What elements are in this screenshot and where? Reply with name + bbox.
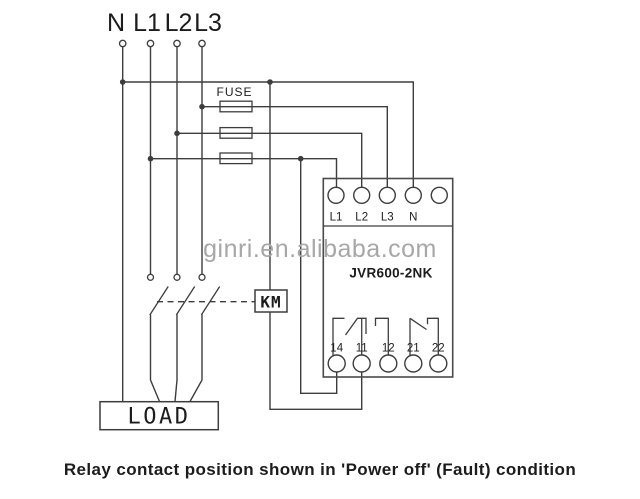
supply-label-l3: L3 [194, 9, 222, 37]
fuse-2-icon [219, 126, 253, 139]
caption: Relay contact position shown in 'Power o… [63, 460, 577, 479]
relay-terminal-label-14: 14 [330, 343, 343, 355]
supply-terminal-n-icon [118, 39, 127, 48]
fuse-3-icon [219, 152, 253, 165]
junction-dot [199, 103, 205, 110]
wire-l2-fused [177, 132, 363, 188]
wire-pole-1-to-load [149, 314, 161, 402]
contact-arm-right-icon [409, 317, 427, 331]
contactor-blade-2-icon [175, 286, 196, 316]
relay-terminal-spare-icon [430, 186, 448, 205]
relay-terminal-label-22: 22 [432, 343, 445, 355]
relay-terminal-22-icon [429, 354, 448, 373]
contactor-blade-1-icon [149, 286, 169, 316]
relay-terminal-n-icon [404, 186, 422, 205]
diagram-canvas: N L1 L2 L3 FUSE [99, 9, 454, 431]
relay-terminal-label-21: 21 [407, 343, 420, 355]
km-coil-label: KM [260, 293, 281, 312]
load-label: LOAD [128, 405, 191, 430]
contactor-pole-2-gap-icon [173, 273, 181, 281]
relay-terminal-label-12: 12 [382, 343, 395, 355]
relay-model-label: JVR600-2NK [349, 266, 432, 281]
fuse-label: FUSE [216, 85, 252, 99]
contactor-pole-3-gap-icon [198, 273, 206, 281]
relay-terminal-label-l2: L2 [355, 212, 368, 224]
wire-n-bus [122, 81, 414, 188]
relay-body [322, 177, 454, 378]
contactor-blade-3-icon [200, 286, 221, 316]
relay-terminal-21-icon [404, 354, 423, 373]
relay-terminal-l1-icon [327, 186, 345, 205]
supply-label-l2: L2 [165, 9, 193, 37]
relay-terminal-l2-icon [353, 186, 371, 205]
supply-label-n: N [107, 9, 125, 37]
junction-dot [119, 79, 126, 85]
relay-terminal-12-icon [379, 354, 398, 373]
load-box [99, 400, 220, 431]
supply-terminal-l2-icon [173, 39, 181, 48]
relay-terminal-label-l1: L1 [330, 212, 343, 224]
junction-dot [147, 155, 154, 162]
relay-terminal-label-11: 11 [356, 343, 368, 355]
wire-l3-fused [202, 106, 388, 188]
junction-dot [297, 155, 304, 162]
supply-label-l1: L1 [133, 9, 161, 37]
junction-dot [267, 79, 273, 85]
relay-terminal-l3-icon [378, 186, 396, 205]
contact-14-fixed-icon [332, 317, 345, 355]
wire-km-to-terminal-11 [269, 312, 363, 410]
contactor-pole-1-gap-icon [146, 273, 155, 281]
wire-pole-2-to-load [174, 314, 178, 402]
supply-terminal-l1-icon [146, 39, 155, 48]
contact-arm-left-icon [344, 317, 367, 336]
relay-terminal-14-icon [327, 354, 346, 373]
fuse-1-icon [219, 100, 253, 113]
relay-terminal-11-icon [352, 354, 371, 373]
watermark-text: ginri.en.alibaba.com [203, 235, 437, 263]
contact-12-fixed-icon [374, 317, 389, 355]
contact-22-fixed-icon [426, 317, 439, 355]
wire-pole-3-to-load [189, 314, 203, 402]
relay-terminal-label-n: N [409, 212, 417, 224]
km-coil-box [254, 289, 288, 313]
junction-dot [174, 130, 180, 137]
relay-terminal-label-l3: L3 [381, 212, 394, 224]
wire-l1-to-terminal-14 [300, 158, 338, 394]
supply-terminal-l3-icon [198, 39, 206, 48]
